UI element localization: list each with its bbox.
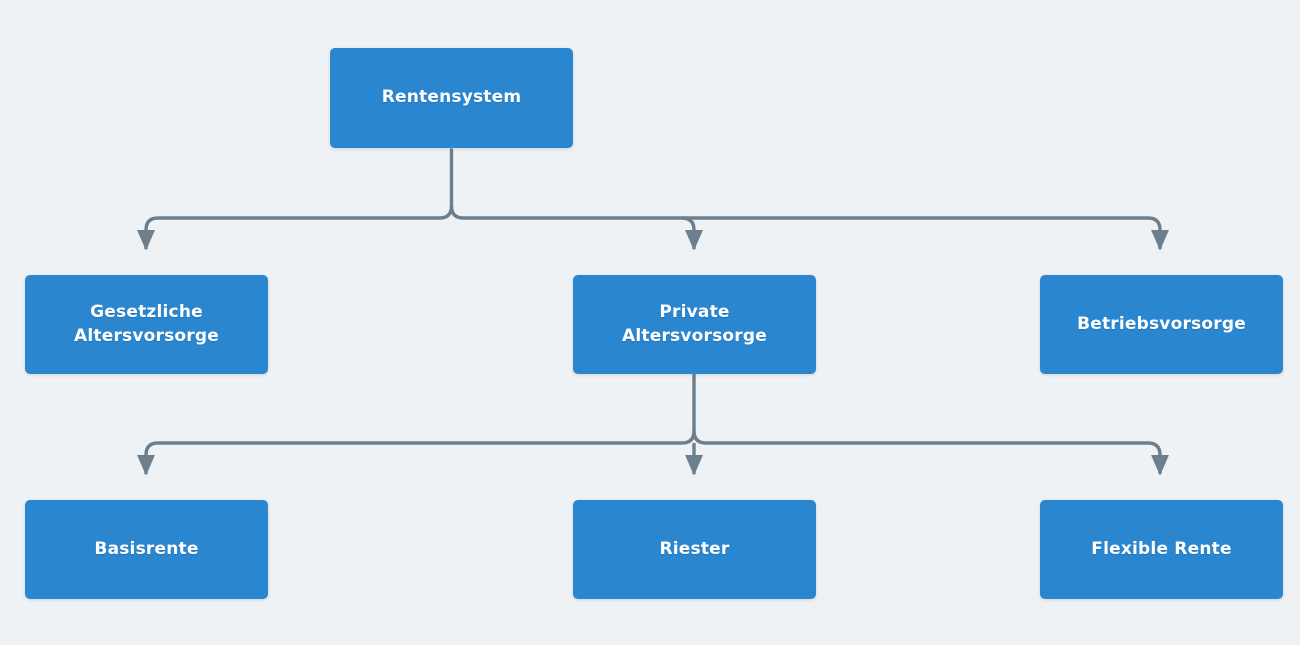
node-gesetzliche-altersvorsorge[interactable]: Gesetzliche Altersvorsorge xyxy=(25,275,268,374)
node-label-private-altersvorsorge: Private Altersvorsorge xyxy=(622,301,767,346)
node-private-altersvorsorge[interactable]: Private Altersvorsorge xyxy=(573,275,816,374)
node-label-riester: Riester xyxy=(659,538,730,559)
node-label-flexible-rente: Flexible Rente xyxy=(1091,538,1232,559)
node-label-betriebsvorsorge: Betriebsvorsorge xyxy=(1077,313,1246,334)
node-label-basisrente: Basisrente xyxy=(94,538,199,559)
node-riester[interactable]: Riester xyxy=(573,500,816,599)
edge-root-to-private xyxy=(681,216,704,251)
node-rentensystem[interactable]: Rentensystem xyxy=(330,48,573,148)
node-basisrente[interactable]: Basisrente xyxy=(25,500,268,599)
node-label-rentensystem: Rentensystem xyxy=(381,87,522,108)
edge-root-to-gesetzliche xyxy=(136,205,454,251)
node-betriebsvorsorge[interactable]: Betriebsvorsorge xyxy=(1040,275,1283,374)
edge-root-to-betriebs xyxy=(449,205,1170,251)
node-label-gesetzliche-altersvorsorge: Gesetzliche Altersvorsorge xyxy=(74,301,219,346)
edge-private-to-flexible xyxy=(692,430,1170,476)
edge-private-to-basisrente xyxy=(136,430,696,476)
edge-rentensystem-to-tier2 xyxy=(136,148,1170,251)
node-flexible-rente[interactable]: Flexible Rente xyxy=(1040,500,1283,599)
edge-private-to-tier3 xyxy=(136,373,1170,476)
